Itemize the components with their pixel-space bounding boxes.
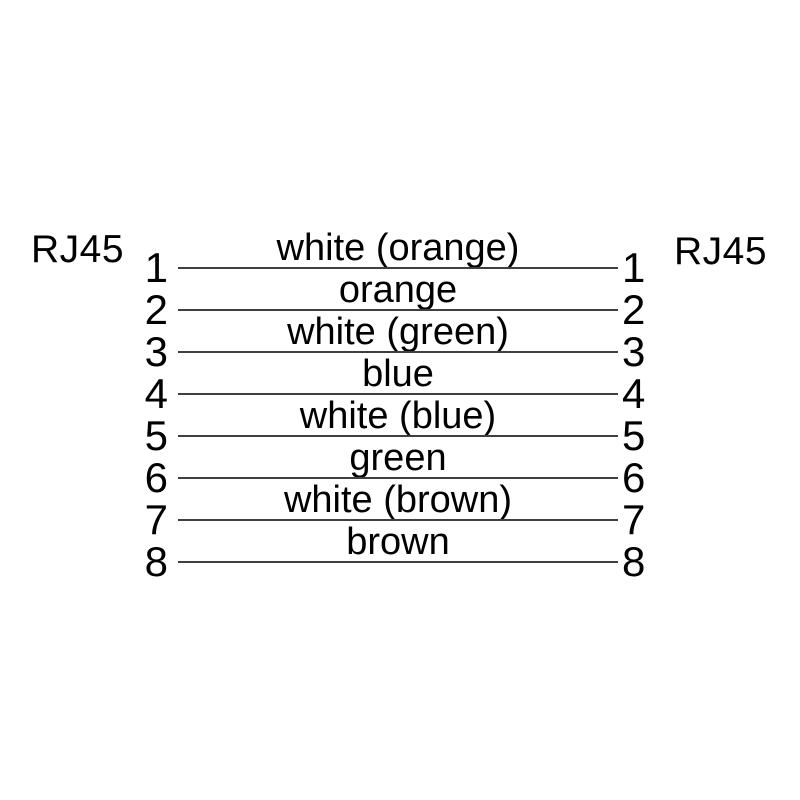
pin-number-right: 3 — [622, 328, 646, 375]
pin-number-right: 8 — [622, 538, 646, 585]
wire-color-label: white (green) — [287, 311, 509, 353]
pin-number-right: 1 — [622, 244, 646, 291]
pin-number-left: 4 — [144, 370, 168, 417]
wire-line — [178, 477, 618, 479]
pin-number-left: 6 — [144, 454, 168, 501]
pin-number-right: 6 — [622, 454, 646, 501]
pin-number-right: 4 — [622, 370, 646, 417]
wire-color-label: orange — [338, 269, 458, 311]
wire-color-label: white (blue) — [299, 395, 497, 437]
pin-number-right: 5 — [622, 412, 646, 459]
pin-number-left: 3 — [144, 328, 168, 375]
wire-line — [178, 561, 618, 563]
wire-line — [178, 435, 618, 437]
wire-color-label: brown — [346, 521, 450, 563]
pin-number-left: 5 — [144, 412, 168, 459]
pin-number-right: 2 — [622, 286, 646, 333]
pin-number-left: 8 — [144, 538, 168, 585]
wire-line — [178, 351, 618, 353]
wire-line — [178, 519, 618, 521]
wire-line — [178, 267, 618, 269]
pin-number-left: 2 — [144, 286, 168, 333]
wire-line — [178, 309, 618, 311]
wire-color-label: green — [349, 437, 447, 479]
connector-label-left: RJ45 — [31, 228, 125, 271]
pin-number-right: 7 — [622, 496, 646, 543]
pin-number-left: 1 — [144, 244, 168, 291]
wire-line — [178, 393, 618, 395]
pin-number-left: 7 — [144, 496, 168, 543]
wire-color-label: white (orange) — [276, 227, 520, 269]
wire-color-label: white (brown) — [283, 479, 513, 521]
connector-label-right: RJ45 — [674, 230, 768, 273]
wire-color-label: blue — [362, 353, 434, 395]
